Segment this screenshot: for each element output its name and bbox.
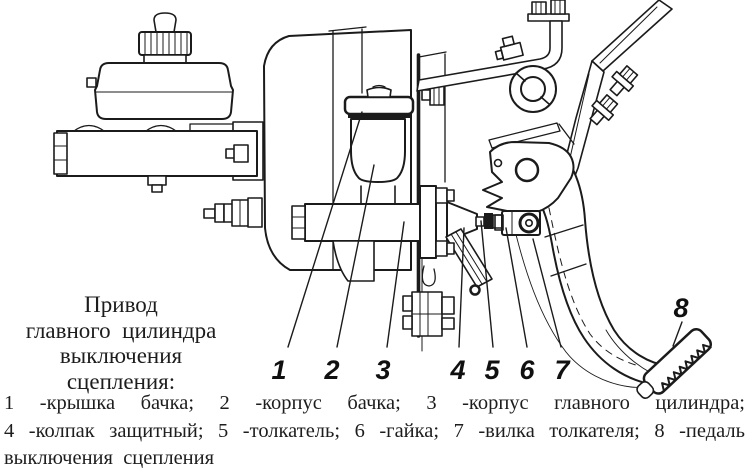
leader-lines	[287, 111, 683, 348]
figure-title-line: Привод	[84, 292, 158, 317]
pedal-bracket	[416, 0, 673, 197]
callout-number-2: 2	[324, 355, 340, 385]
pushrod	[475, 216, 485, 227]
legend-caption: 1 -крышка бачка; 2 -корпус бачка; 3 -кор…	[4, 390, 745, 472]
clutch-reservoir	[343, 84, 415, 183]
clutch-master-cylinder	[291, 185, 455, 282]
pushrod-fork	[492, 210, 541, 236]
clutch-pedal	[482, 141, 713, 399]
callout-number-4: 4	[450, 355, 466, 385]
figure-title-line: сцепления:	[66, 368, 176, 394]
callout-number-7: 7	[554, 355, 570, 385]
pushrod-nut	[484, 213, 493, 229]
figure-title-line: главного цилиндра	[25, 317, 217, 343]
figure-title: Привод главного цилиндра выключения сцеп…	[0, 292, 242, 394]
legend-caption-line: 4 -колпак защитный; 5 -толкатель; 6 -гай…	[4, 419, 745, 442]
legend-caption-line: 1 -крышка бачка; 2 -корпус бачка; 3 -кор…	[4, 392, 745, 414]
protective-boot	[445, 201, 493, 296]
callout-number-3: 3	[375, 355, 391, 385]
pedal-pad	[636, 327, 713, 399]
callout-number-6: 6	[519, 355, 535, 385]
bleeder-fitting	[203, 197, 263, 228]
figure-title-line: выключения	[59, 343, 183, 368]
callout-number-5: 5	[484, 355, 500, 385]
callout-number-8: 8	[673, 293, 689, 323]
callout-number-1: 1	[271, 355, 287, 385]
mounting-bracket-bolts	[402, 291, 455, 337]
legend-caption-line: выключения сцепления	[4, 447, 215, 469]
brake-master-cylinder	[53, 12, 264, 193]
